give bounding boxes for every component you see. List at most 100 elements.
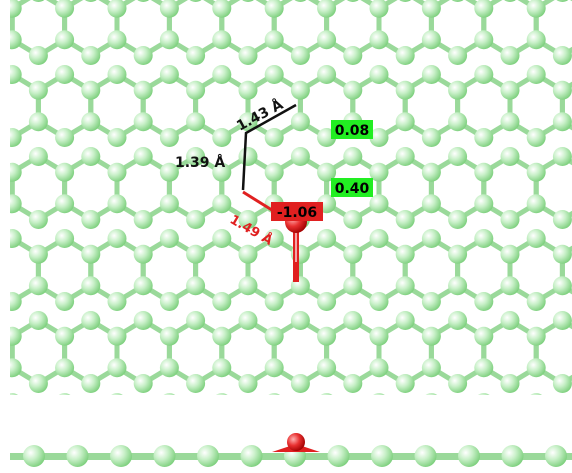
carbon-atom — [133, 80, 153, 100]
carbon-atom — [133, 276, 153, 296]
carbon-atom — [58, 393, 71, 395]
carbon-atom — [264, 128, 284, 147]
carbon-atom — [55, 162, 75, 182]
carbon-atom — [552, 276, 572, 296]
carbon-bond — [38, 403, 64, 419]
carbon-atom — [238, 409, 257, 428]
carbon-atom — [421, 229, 441, 248]
carbon-atom — [448, 147, 468, 166]
carbon-atom — [133, 147, 153, 166]
graphene-side-view — [10, 433, 572, 467]
carbon-atom — [500, 276, 520, 296]
charge-box-1 — [331, 120, 373, 139]
carbon-bond — [91, 403, 117, 419]
carbon-atom — [526, 162, 546, 182]
carbon-atom — [29, 409, 48, 428]
carbon-atom — [159, 30, 179, 50]
carbon-atom — [10, 326, 22, 346]
carbon-atom — [395, 80, 415, 100]
side-carbon-atom — [414, 445, 437, 467]
carbon-atom — [107, 65, 127, 84]
carbon-atom — [238, 112, 258, 132]
carbon-atom — [133, 244, 153, 264]
side-carbon-atom — [327, 445, 350, 467]
carbon-atom — [107, 162, 127, 182]
carbon-atom — [395, 147, 415, 166]
carbon-bond — [222, 403, 248, 419]
carbon-atom — [369, 30, 389, 50]
carbon-atom — [186, 311, 206, 330]
side-carbon-atom — [501, 445, 524, 467]
carbon-atom — [317, 292, 337, 311]
carbon-atom — [421, 30, 441, 50]
carbon-atom — [32, 0, 45, 2]
carbon-atom — [242, 0, 254, 2]
carbon-atom — [81, 311, 101, 330]
carbon-atom — [159, 128, 179, 147]
carbon-atom — [553, 409, 572, 428]
carbon-atom — [107, 358, 127, 378]
carbon-atom — [159, 229, 179, 248]
carbon-atom — [264, 30, 284, 50]
carbon-atom — [395, 210, 415, 229]
carbon-atom — [500, 210, 520, 229]
carbon-bond — [353, 403, 379, 419]
carbon-atom — [369, 65, 389, 84]
carbon-atom — [159, 194, 179, 214]
carbon-bond — [248, 403, 274, 419]
carbon-atom — [186, 244, 206, 264]
carbon-atom — [474, 194, 494, 214]
carbon-atom — [395, 276, 415, 296]
carbon-atom — [159, 65, 179, 84]
carbon-atom — [421, 0, 441, 18]
carbon-atom — [448, 112, 468, 132]
carbon-atom — [238, 147, 258, 166]
carbon-atom — [28, 112, 48, 132]
carbon-atom — [81, 112, 101, 132]
carbon-atom — [55, 65, 75, 84]
carbon-atom — [28, 80, 48, 100]
carbon-atom — [238, 311, 258, 330]
charge-text-1: 0.08 — [335, 123, 370, 139]
charge-box-3 — [271, 202, 323, 221]
carbon-atom — [55, 30, 75, 50]
carbon-atom — [448, 276, 468, 296]
side-carbon-atom — [458, 445, 480, 467]
charge-text-2: 0.40 — [335, 181, 370, 197]
carbon-atom — [526, 128, 546, 147]
carbon-atom — [81, 147, 101, 166]
carbon-atom — [238, 210, 258, 229]
carbon-atom — [81, 374, 101, 393]
carbon-atom — [133, 311, 153, 330]
carbon-atom — [264, 358, 284, 378]
carbon-atom — [55, 194, 75, 214]
carbon-atom — [369, 194, 389, 214]
carbon-atom — [369, 229, 389, 248]
carbon-atom — [369, 162, 389, 182]
carbon-atom — [343, 210, 363, 229]
carbon-atom — [10, 292, 22, 311]
side-oxygen-atom — [287, 433, 305, 451]
carbon-atom — [238, 276, 258, 296]
carbon-atom — [474, 128, 494, 147]
carbon-atom — [552, 80, 572, 100]
carbon-atom — [526, 326, 546, 346]
carbon-atom — [343, 147, 363, 166]
side-carbon-atom — [110, 445, 132, 467]
carbon-atom — [526, 229, 546, 248]
carbon-atom — [55, 128, 75, 147]
carbon-atom — [448, 311, 468, 330]
carbon-atom — [500, 147, 520, 166]
carbon-atom — [55, 292, 75, 311]
carbon-atom — [55, 358, 75, 378]
carbon-bond — [379, 403, 405, 419]
carbon-atom — [212, 162, 232, 182]
carbon-bond — [117, 403, 143, 419]
carbon-atom — [137, 0, 150, 2]
carbon-atom — [107, 30, 127, 50]
carbon-atom — [212, 128, 232, 147]
carbon-atom — [159, 0, 179, 18]
carbon-bond — [327, 403, 353, 419]
